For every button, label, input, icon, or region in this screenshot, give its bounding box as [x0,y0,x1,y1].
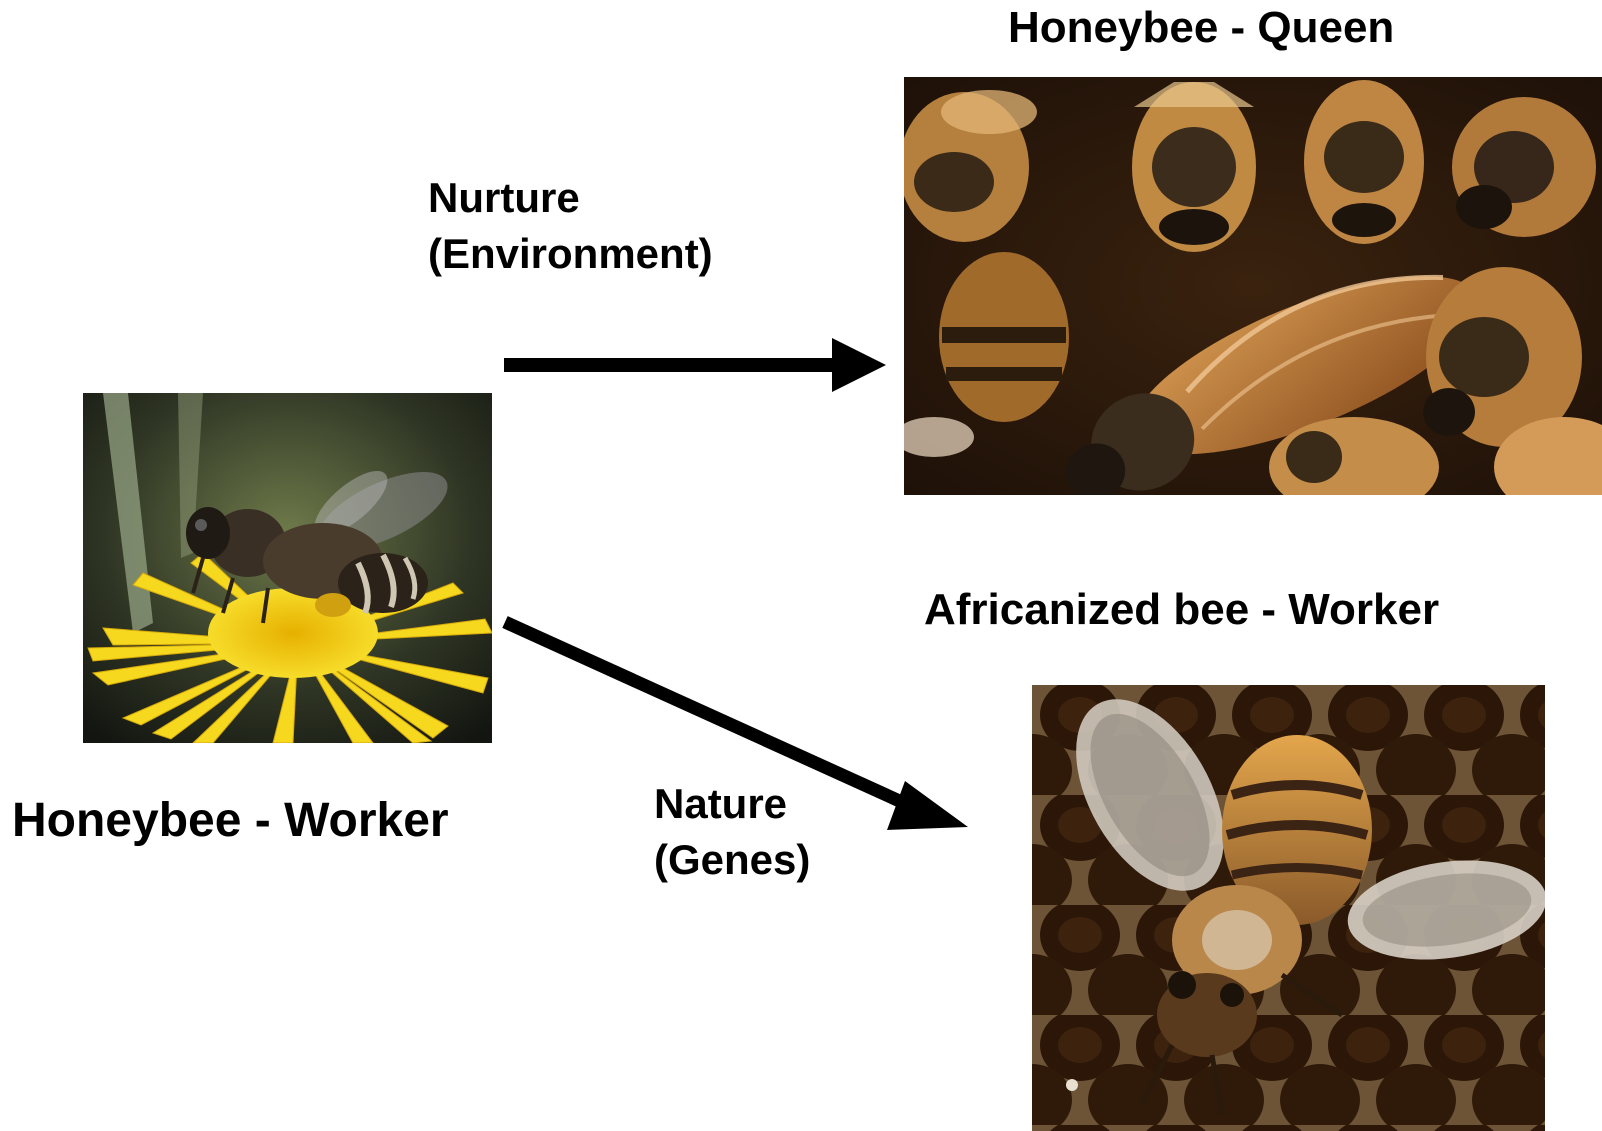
nurture-label-line1: Nurture [428,170,713,226]
nurture-label-line2: (Environment) [428,226,713,282]
nurture-arrow [504,338,886,392]
nature-label: Nature (Genes) [654,776,810,888]
worker-title: Honeybee - Worker [12,792,449,850]
honeybee-on-flower-icon [83,393,492,743]
nature-label-line2: (Genes) [654,832,810,888]
africanized-bee-icon [1032,685,1545,1131]
nurture-label: Nurture (Environment) [428,170,713,282]
africanized-bee-worker-photo [1032,685,1545,1131]
honeybee-queen-photo [904,77,1602,495]
queen-bee-icon [904,77,1602,495]
africanized-title: Africanized bee - Worker [924,584,1439,637]
nature-label-line1: Nature [654,776,810,832]
queen-title: Honeybee - Queen [1008,2,1394,55]
honeybee-worker-photo [83,393,492,743]
